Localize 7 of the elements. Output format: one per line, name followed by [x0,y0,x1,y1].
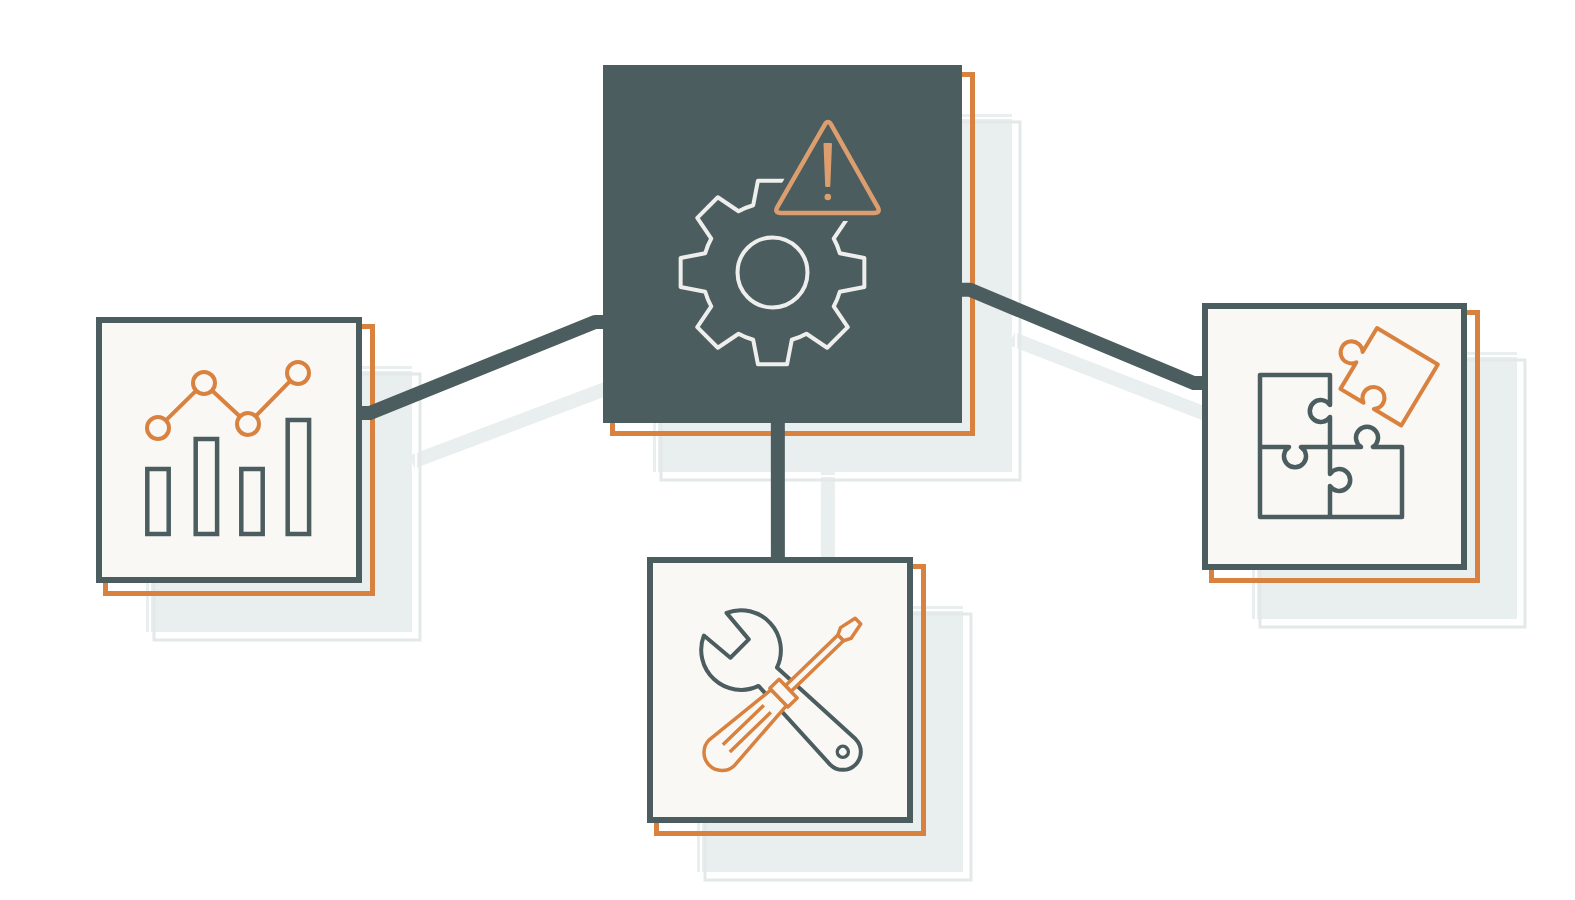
icon-card [603,65,962,423]
connector-line [962,282,1202,391]
connector-line [770,423,785,557]
icon-card [1202,303,1467,570]
icon-card [96,317,362,583]
connector-line [362,315,603,421]
icon-card [647,557,913,823]
